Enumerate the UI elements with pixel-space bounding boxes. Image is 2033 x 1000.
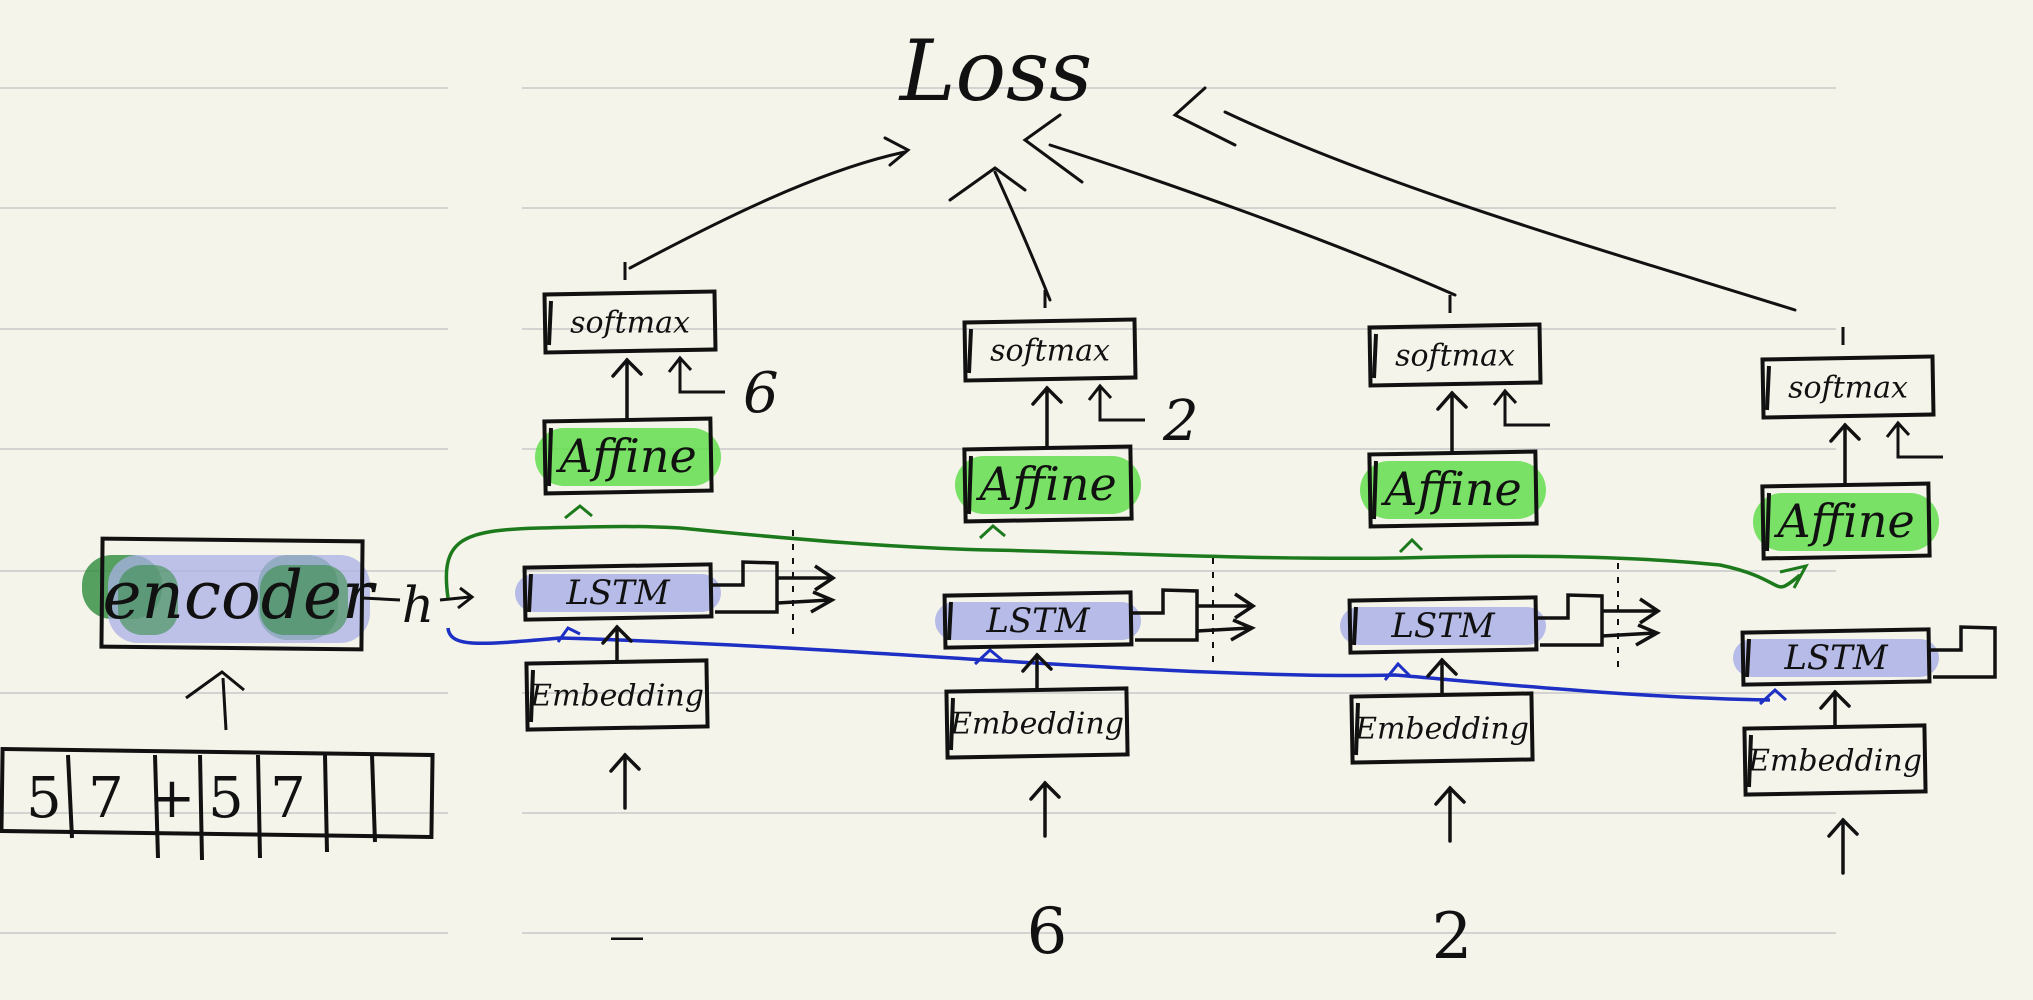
- softmax-block-label: softmax: [570, 306, 690, 341]
- target-label: 2: [1162, 389, 1199, 454]
- encoder-hidden-label: h: [402, 576, 434, 634]
- lstm-recurrent-box: [1536, 563, 1662, 668]
- embedding-block: Embedding: [524, 658, 710, 732]
- lstm-block-label: LSTM: [1783, 638, 1889, 678]
- affine-block-label: Affine: [975, 457, 1116, 511]
- input-label: 6: [1027, 895, 1068, 969]
- softmax-block: softmax: [1367, 322, 1543, 388]
- affine-block: Affine: [955, 444, 1141, 524]
- target-label: 6: [743, 361, 779, 426]
- loss-arrows: [628, 86, 1797, 312]
- affine-to-softmax-arrow: [611, 357, 643, 420]
- hidden-state-arrowheads: [556, 626, 1788, 706]
- softmax-block-label: softmax: [990, 334, 1110, 369]
- lstm-block-label: LSTM: [565, 573, 671, 613]
- softmax-block: softmax: [1760, 354, 1936, 420]
- embedding-to-lstm-arrow: [601, 624, 633, 664]
- input-arrow: [1029, 780, 1061, 838]
- lstm-block-label: LSTM: [985, 601, 1091, 641]
- softmax-block-label: softmax: [1395, 339, 1515, 374]
- lstm-block: LSTM: [1733, 627, 1939, 687]
- input-char: 5: [26, 766, 62, 831]
- lstm-recurrent-box: [1929, 625, 1997, 679]
- affine-block-label: Affine: [555, 429, 696, 483]
- ruled-lines: [0, 87, 1836, 934]
- context-arrowheads: [564, 504, 1809, 589]
- embedding-to-lstm-arrow: [1819, 689, 1851, 729]
- affine-to-softmax-arrow: [1031, 385, 1063, 448]
- softmax-block: softmax: [962, 317, 1138, 383]
- embedding-block: Embedding: [1742, 723, 1928, 797]
- encoder-block: encoder: [82, 536, 377, 652]
- target-arrow: [1885, 420, 1943, 459]
- embedding-block-label: Embedding: [1354, 712, 1529, 747]
- affine-to-softmax-arrow: [1436, 390, 1468, 453]
- affine-block: Affine: [535, 416, 721, 496]
- input-arrow: [1827, 817, 1859, 875]
- embedding-block: Embedding: [1349, 691, 1535, 765]
- lstm-block: LSTM: [1340, 595, 1546, 655]
- input-label: 2: [1432, 900, 1473, 974]
- target-arrow: [1087, 383, 1145, 422]
- softmax-block: softmax: [542, 289, 718, 355]
- input-arrow: [1434, 785, 1466, 843]
- target-arrow: [667, 355, 725, 394]
- affine-to-softmax-arrow: [1829, 422, 1861, 485]
- embedding-to-lstm-arrow: [1426, 657, 1458, 697]
- lstm-block: LSTM: [515, 562, 721, 622]
- embedding-block-label: Embedding: [529, 679, 704, 714]
- lstm-block-label: LSTM: [1390, 606, 1496, 646]
- affine-block: Affine: [1753, 481, 1939, 561]
- target-arrow: [1492, 388, 1550, 427]
- decoder-steps: softmaxAffineLSTMEmbedding6_softmaxAffin…: [515, 262, 1997, 974]
- input-label: _: [611, 867, 643, 941]
- encoder-output-arrow: [361, 586, 475, 610]
- affine-block: Affine: [1360, 449, 1546, 529]
- affine-block-label: Affine: [1380, 462, 1521, 516]
- input-char: 5: [208, 766, 244, 831]
- context-path: [444, 524, 1802, 599]
- input-char: 7: [270, 766, 306, 831]
- affine-block-label: Affine: [1773, 494, 1914, 548]
- lstm-recurrent-box: [1131, 558, 1257, 663]
- embedding-block: Embedding: [944, 686, 1130, 760]
- input-arrow: [609, 752, 641, 810]
- softmax-block-label: softmax: [1788, 371, 1908, 406]
- embedding-block-label: Embedding: [949, 707, 1124, 742]
- lstm-recurrent-box: [711, 530, 837, 635]
- input-char: 7: [88, 766, 124, 831]
- embedding-block-label: Embedding: [1747, 744, 1922, 779]
- lstm-block: LSTM: [935, 590, 1141, 650]
- encoder-input-arrow: [185, 670, 245, 731]
- encoder-input-sequence: 5 7 + 5 7: [0, 746, 435, 861]
- loss-label: Loss: [898, 22, 1093, 120]
- encoder-label: encoder: [102, 557, 377, 634]
- embedding-to-lstm-arrow: [1021, 652, 1053, 692]
